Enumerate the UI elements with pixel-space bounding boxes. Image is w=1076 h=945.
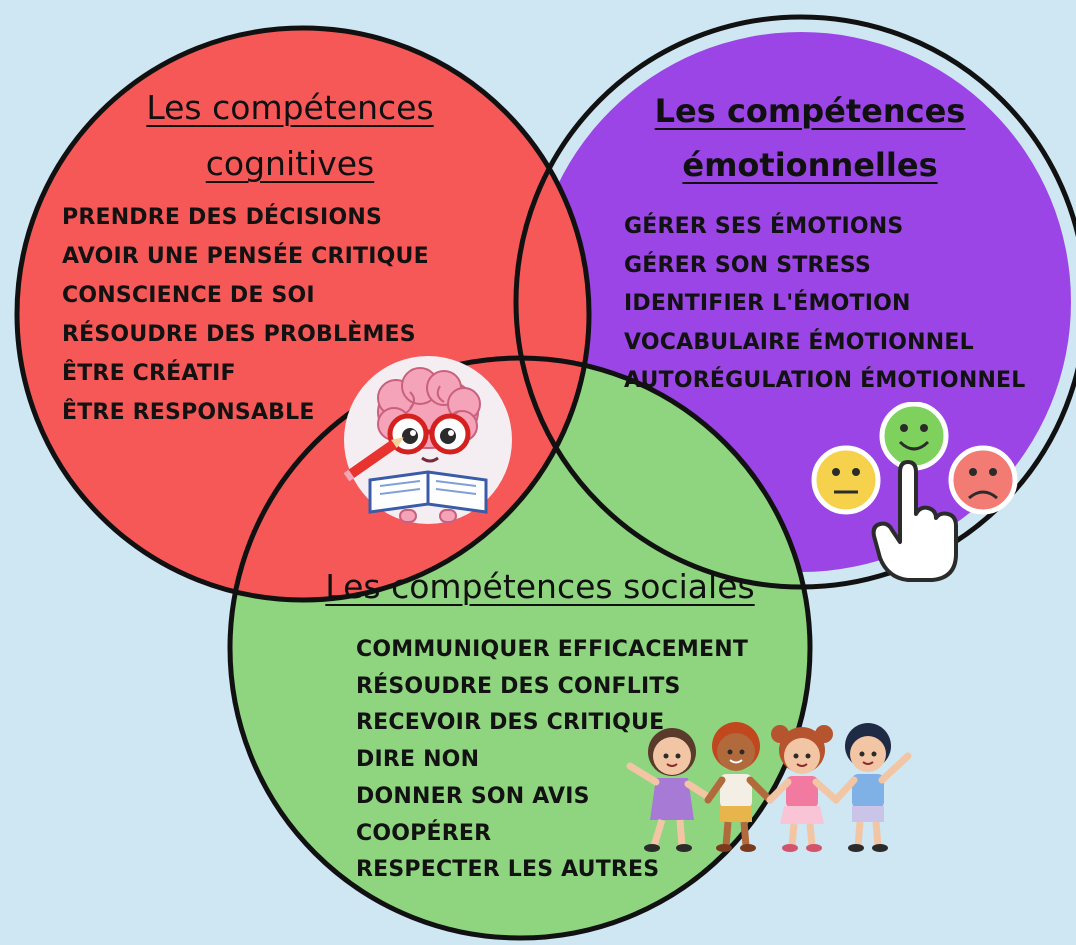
list-item: IDENTIFIER L'ÉMOTION bbox=[624, 291, 911, 316]
list-item: PRENDRE DES DÉCISIONS bbox=[62, 205, 382, 230]
emotional-skill-list: GÉRER SES ÉMOTIONS GÉRER SON STRESS IDEN… bbox=[624, 208, 1026, 401]
list-item: RECEVOIR DES CRITIQUE bbox=[356, 710, 665, 736]
cognitive-title-line1: Les compétences bbox=[146, 88, 434, 127]
social-skill-list: COMMUNIQUER EFFICACEMENT RÉSOUDRE DES CO… bbox=[356, 632, 748, 889]
emotion-faces-hand-icon bbox=[811, 402, 1018, 582]
cognitive-circle-outline bbox=[14, 25, 592, 603]
list-item: ÊTRE RESPONSABLE bbox=[62, 400, 315, 425]
list-item: DONNER SON AVIS bbox=[356, 783, 590, 809]
list-item: GÉRER SES ÉMOTIONS bbox=[624, 214, 904, 239]
emotional-title-line1: Les compétences bbox=[654, 92, 966, 130]
list-item: RESPECTER LES AUTRES bbox=[356, 857, 660, 883]
list-item: VOCABULAIRE ÉMOTIONNEL bbox=[624, 329, 974, 355]
children-holding-hands-icon bbox=[626, 722, 912, 852]
social-circle-outline bbox=[227, 355, 813, 941]
list-item: DIRE NON bbox=[356, 747, 480, 773]
brain-reading-book-icon bbox=[343, 356, 512, 524]
list-item: COMMUNIQUER EFFICACEMENT bbox=[356, 637, 749, 662]
list-item: RÉSOUDRE DES PROBLÈMES bbox=[62, 322, 416, 347]
emotional-title-line2: émotionnelles bbox=[682, 146, 938, 185]
emotional-title: Les compétences émotionnelles bbox=[630, 84, 990, 193]
list-item: COOPÉRER bbox=[356, 820, 492, 846]
cognitive-skill-list: PRENDRE DES DÉCISIONS AVOIR UNE PENSÉE C… bbox=[62, 198, 429, 432]
list-item: AVOIR UNE PENSÉE CRITIQUE bbox=[62, 244, 429, 269]
list-item: RÉSOUDRE DES CONFLITS bbox=[356, 673, 681, 699]
list-item: CONSCIENCE DE SOI bbox=[62, 283, 315, 308]
social-title: Les compétences sociales bbox=[325, 567, 755, 606]
list-item: GÉRER SON STRESS bbox=[624, 252, 871, 278]
cognitive-title: Les compétences cognitives bbox=[110, 80, 470, 192]
list-item: AUTORÉGULATION ÉMOTIONNEL bbox=[624, 368, 1026, 393]
cognitive-title-line2: cognitives bbox=[205, 144, 375, 184]
list-item: ÊTRE CRÉATIF bbox=[62, 361, 236, 386]
